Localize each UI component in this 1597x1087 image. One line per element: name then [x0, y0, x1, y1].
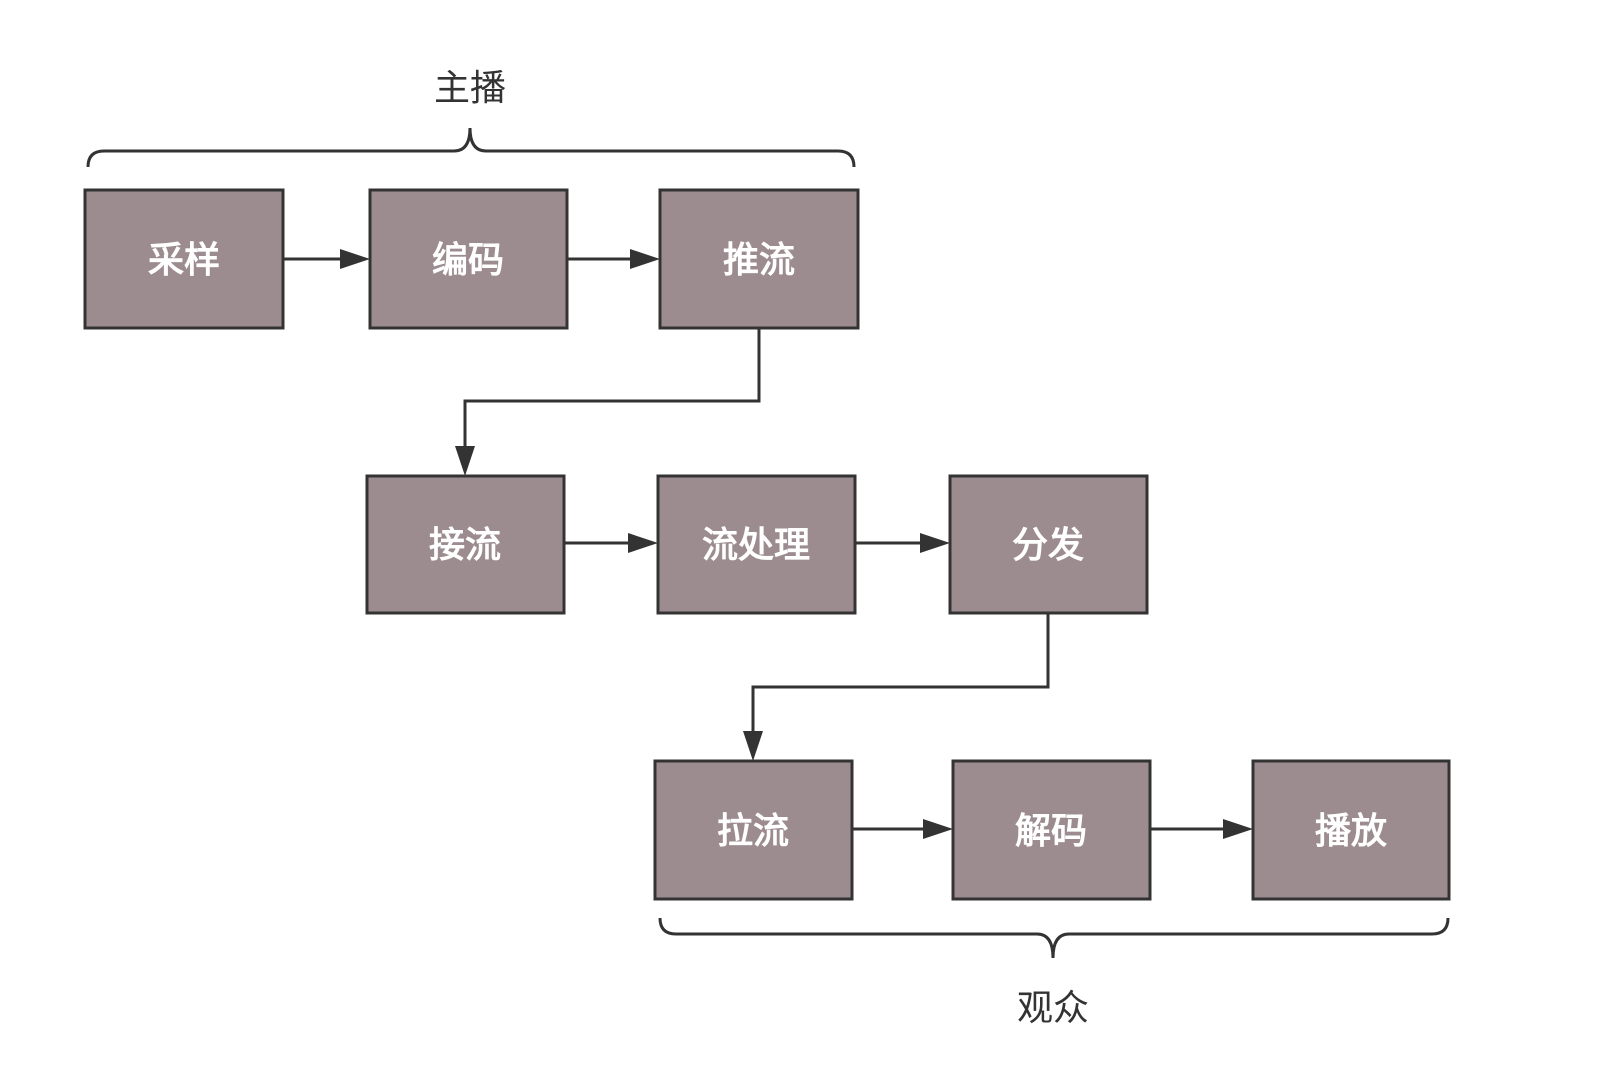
arrowhead: [455, 446, 475, 476]
arrowhead: [628, 533, 658, 553]
node-play: 播放: [1251, 759, 1451, 901]
node-ingest: 接流: [365, 474, 566, 615]
nodes: 采样 编码 推流 接流 流处理 分发: [83, 188, 1451, 901]
node-process: 流处理: [656, 474, 857, 615]
node-encode-label: 编码: [432, 240, 504, 281]
node-decode-label: 解码: [1015, 811, 1087, 852]
node-pull-label: 拉流: [717, 811, 789, 852]
edge-sample-to-encode: [283, 249, 370, 269]
node-push: 推流: [658, 188, 860, 330]
node-ingest-label: 接流: [429, 525, 501, 566]
anchor-group-label: 主播: [434, 68, 506, 109]
group-audience: 观众: [658, 917, 1450, 1029]
arrowhead: [923, 819, 953, 839]
node-process-label: 流处理: [702, 525, 810, 566]
edge-distribute-to-pull: [743, 613, 1050, 761]
arrowhead: [1223, 819, 1253, 839]
node-sample: 采样: [83, 188, 285, 330]
arrowhead: [743, 731, 763, 761]
group-anchor: 主播: [86, 68, 856, 168]
edge-process-to-distribute: [855, 533, 950, 553]
node-pull: 拉流: [653, 759, 854, 901]
edge-pull-to-decode: [852, 819, 953, 839]
node-decode: 解码: [951, 759, 1152, 901]
node-sample-label: 采样: [148, 240, 220, 281]
node-distribute-label: 分发: [1012, 525, 1084, 566]
edge-encode-to-push: [567, 249, 660, 269]
arrowhead: [340, 249, 370, 269]
edge-push-to-ingest: [455, 328, 761, 476]
edges: [283, 249, 1253, 839]
arrowhead: [920, 533, 950, 553]
node-push-label: 推流: [723, 240, 795, 281]
node-encode: 编码: [368, 188, 569, 330]
audience-brace: [658, 917, 1450, 959]
edge-ingest-to-process: [564, 533, 658, 553]
node-play-label: 播放: [1315, 811, 1387, 852]
anchor-brace: [86, 127, 856, 168]
arrowhead: [630, 249, 660, 269]
edge-decode-to-play: [1150, 819, 1253, 839]
node-distribute: 分发: [948, 474, 1149, 615]
audience-group-label: 观众: [1017, 988, 1089, 1029]
